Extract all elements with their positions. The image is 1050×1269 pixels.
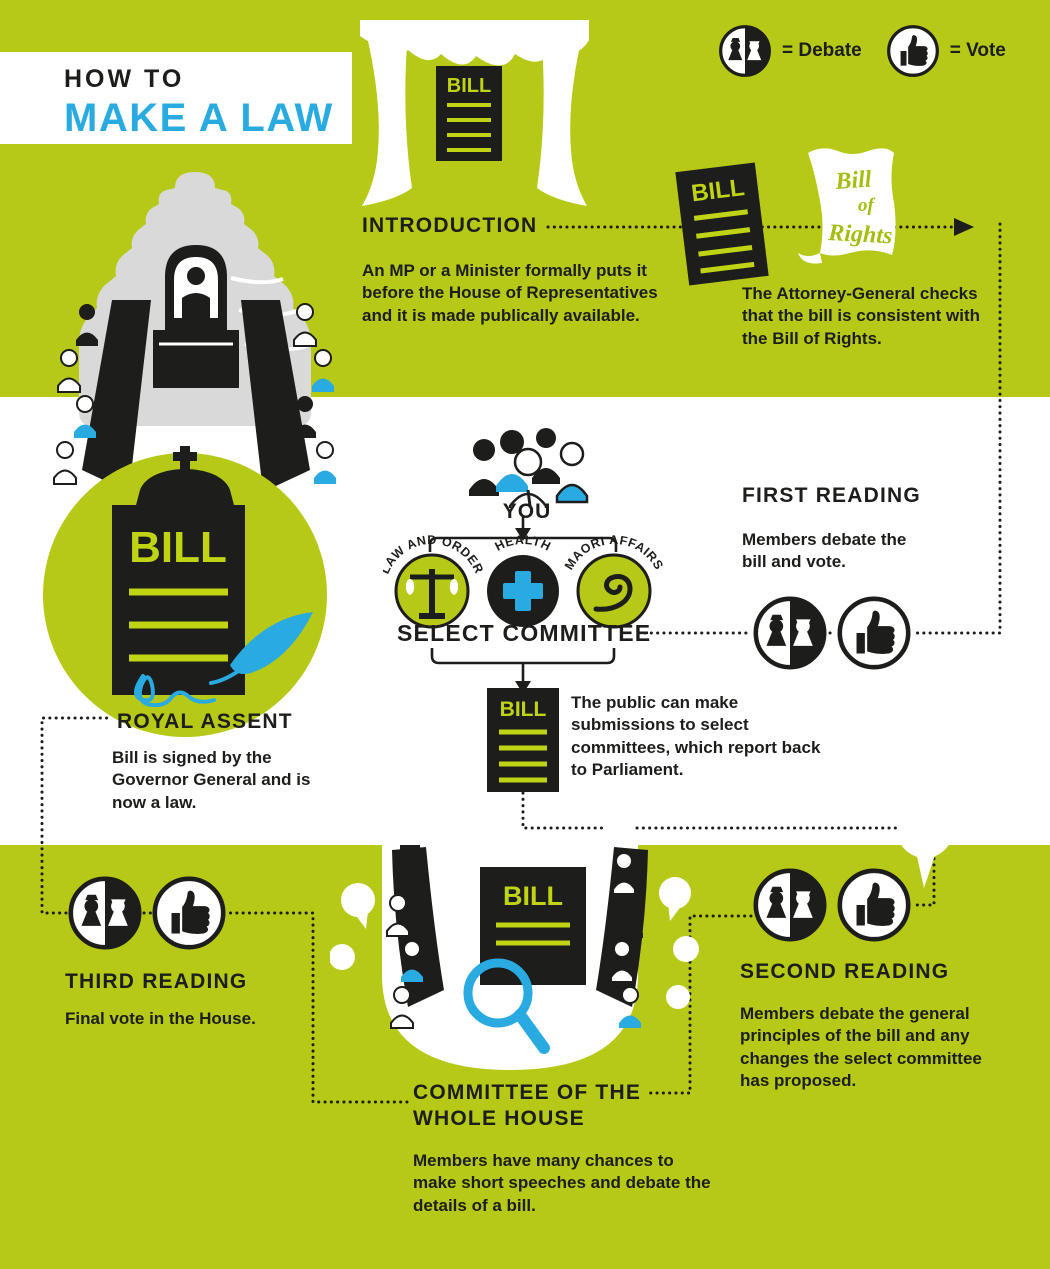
committee-whole-house-illustration: BILL xyxy=(330,845,699,1070)
debating-chamber-benches xyxy=(82,300,310,492)
debate-icon xyxy=(718,24,772,78)
attorney-check-body: The Attorney-General checks that the bil… xyxy=(742,284,981,348)
members-of-parliament xyxy=(386,845,643,1029)
speaker-chair xyxy=(153,245,239,388)
select-committee-label: SELECT COMMITTEE xyxy=(397,620,652,646)
legend-debate-label: = Debate xyxy=(782,40,862,61)
svg-text:BILL: BILL xyxy=(503,881,563,911)
arrow-right-icon xyxy=(954,218,974,236)
third-reading-heading: THIRD READING xyxy=(65,970,248,993)
vote-icon xyxy=(836,595,912,671)
stage-curtain-illustration: BILL xyxy=(360,20,589,206)
debate-icon xyxy=(67,875,143,951)
royal-assent-body: Bill is signed by the Governor General a… xyxy=(112,748,311,812)
magnifier-icon xyxy=(463,958,550,1054)
royal-assent-heading: ROYAL ASSENT xyxy=(117,710,293,733)
bill-document: BILL xyxy=(436,66,502,161)
first-reading-heading: FIRST READING xyxy=(742,484,921,507)
svg-text:HEALTH: HEALTH xyxy=(493,533,554,554)
public-people-group xyxy=(469,428,589,508)
connector-rights-to-first-reading xyxy=(913,222,1002,635)
health-cross-icon xyxy=(503,571,543,611)
scales-icon xyxy=(405,569,459,619)
quill-pen-icon xyxy=(134,612,313,708)
connector-to-second-reading xyxy=(635,826,936,907)
scroll-text-line2: of xyxy=(858,195,876,216)
vote-icon xyxy=(151,875,227,951)
royal-assent-illustration: BILL xyxy=(43,172,336,737)
bill-of-rights-scroll: Bill of Rights xyxy=(798,148,896,264)
bill-document: BILL xyxy=(675,162,769,286)
vote-icon xyxy=(886,24,940,78)
connector-committee-to-third-reading xyxy=(227,911,409,1104)
arrow-down-icon xyxy=(515,528,531,541)
bill-document: BILL xyxy=(487,688,559,792)
committee-whole-house-body: Members have many chances to make short … xyxy=(413,1151,711,1215)
speech-bubbles xyxy=(330,877,699,1009)
second-reading-body: Members debate the general principles of… xyxy=(740,1004,982,1091)
legend: = Debate = Vote xyxy=(718,24,1006,78)
scroll-text-line3: Rights xyxy=(827,220,893,249)
committee-health: HEALTH xyxy=(487,533,559,627)
arrow-down-icon xyxy=(515,681,531,694)
signature-scribble xyxy=(134,674,216,708)
legend-vote-label: = Vote xyxy=(949,40,1006,61)
svg-text:BILL: BILL xyxy=(500,698,547,721)
public-submissions-body: The public can make submissions to selec… xyxy=(571,693,821,780)
connector-third-reading-to-royal-assent xyxy=(40,716,112,915)
members-of-parliament xyxy=(53,303,336,485)
scroll-text-line1: Bill xyxy=(834,167,873,196)
title-box: HOW TO MAKE A LAW xyxy=(0,52,352,144)
introduction-heading: INTRODUCTION xyxy=(362,214,538,237)
signed-bill-document: BILL xyxy=(112,505,245,695)
debate-icon xyxy=(752,595,828,671)
committee-law-and-order: LAW AND ORDER xyxy=(383,533,486,629)
svg-text:BILL: BILL xyxy=(129,523,227,572)
debate-icon xyxy=(752,867,828,943)
title-kicker: HOW TO xyxy=(64,65,185,93)
introduction-body: An MP or a Minister formally puts it bef… xyxy=(362,261,658,325)
svg-text:BILL: BILL xyxy=(447,75,491,97)
page-title: MAKE A LAW xyxy=(64,96,334,140)
connector-second-reading-to-committee xyxy=(647,914,753,1095)
koru-icon xyxy=(593,574,633,612)
speech-bubble xyxy=(897,802,953,888)
svg-text:BILL: BILL xyxy=(690,174,746,207)
committee-whole-house-heading: COMMITTEE OF THE WHOLE HOUSE xyxy=(413,1081,642,1131)
first-reading-body: Members debate the bill and vote. xyxy=(742,530,907,572)
bill-document: BILL xyxy=(480,867,586,985)
you-label: YOU xyxy=(502,500,552,523)
second-reading-heading: SECOND READING xyxy=(740,960,950,983)
split-bracket xyxy=(428,536,618,552)
connector-bill-down xyxy=(521,791,606,830)
third-reading-body: Final vote in the House. xyxy=(65,1009,256,1028)
